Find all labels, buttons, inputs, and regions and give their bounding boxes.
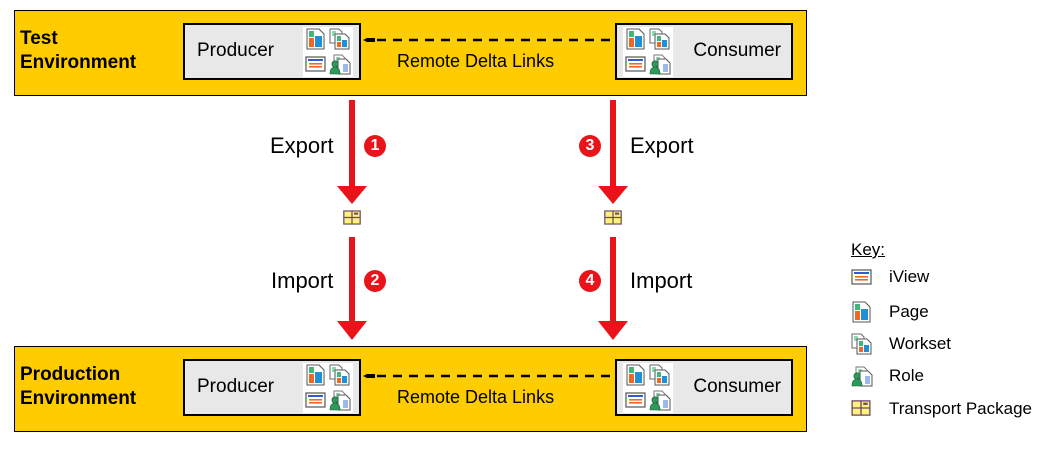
consumer-label: Consumer (693, 376, 781, 397)
content-icons (303, 27, 353, 77)
environment-label: Production Environment (20, 363, 136, 411)
consumer-label: Consumer (693, 40, 781, 61)
consumer-import-label: Import (630, 268, 693, 293)
legend-title: Key: (851, 240, 886, 259)
content-icons (623, 363, 673, 413)
content-icons (623, 27, 673, 77)
producer-label: Producer (197, 376, 275, 397)
consumer-export-label: Export (630, 133, 694, 158)
consumer-export-arrow (598, 100, 628, 204)
producer-export-arrow (337, 100, 367, 204)
consumer-node[interactable]: Consumer (615, 359, 793, 416)
transport-package-icon (343, 210, 361, 225)
page-icon (851, 301, 873, 323)
environment-label-line1: Production (20, 364, 121, 385)
iview-icon (851, 266, 873, 288)
transport-package-icon (604, 210, 622, 225)
remote-delta-links-label: Remote Delta Links (397, 51, 555, 71)
arrowhead-left-icon (363, 374, 375, 378)
producer-import-arrow (337, 237, 367, 340)
remote-delta-link-arrow (363, 374, 613, 378)
legend-item: Workset (851, 333, 1056, 355)
producer-node[interactable]: Producer (183, 359, 361, 416)
producer-import-label: Import (271, 268, 334, 293)
environment-label-line2: Environment (20, 388, 137, 409)
legend-item: Page (851, 301, 1056, 323)
content-icons (303, 363, 353, 413)
step-badge-2: 2 (364, 270, 386, 292)
consumer-node[interactable]: Consumer (615, 23, 793, 80)
legend-item: Transport Package (851, 398, 1056, 420)
consumer-import-arrow (598, 237, 628, 340)
step-badge-1: 1 (364, 135, 386, 157)
producer-export-label: Export (270, 133, 334, 158)
legend-label: Page (889, 302, 929, 321)
legend-label: Transport Package (889, 399, 1032, 418)
step-badge-3: 3 (579, 135, 601, 157)
legend-label: Role (889, 366, 924, 385)
production-environment: Production Environment Producer Remote D… (14, 346, 807, 432)
environment-label-line1: Test (20, 28, 58, 49)
environment-label: Test Environment (20, 27, 136, 75)
producer-node[interactable]: Producer (183, 23, 361, 80)
transport-package-icon (851, 400, 871, 416)
legend-item: iView (851, 266, 1056, 288)
role-icon (851, 365, 873, 387)
remote-delta-links-label: Remote Delta Links (397, 387, 555, 407)
legend-label: iView (889, 267, 930, 286)
producer-label: Producer (197, 40, 275, 61)
test-environment: Test Environment Producer Remote Delta L… (14, 10, 807, 96)
legend-item: Role (851, 365, 1056, 387)
remote-delta-link-arrow (363, 38, 613, 42)
arrowhead-left-icon (363, 38, 375, 42)
step-badge-4: 4 (579, 270, 601, 292)
workset-icon (851, 333, 873, 355)
legend-label: Workset (889, 334, 952, 353)
environment-label-line2: Environment (20, 52, 137, 73)
